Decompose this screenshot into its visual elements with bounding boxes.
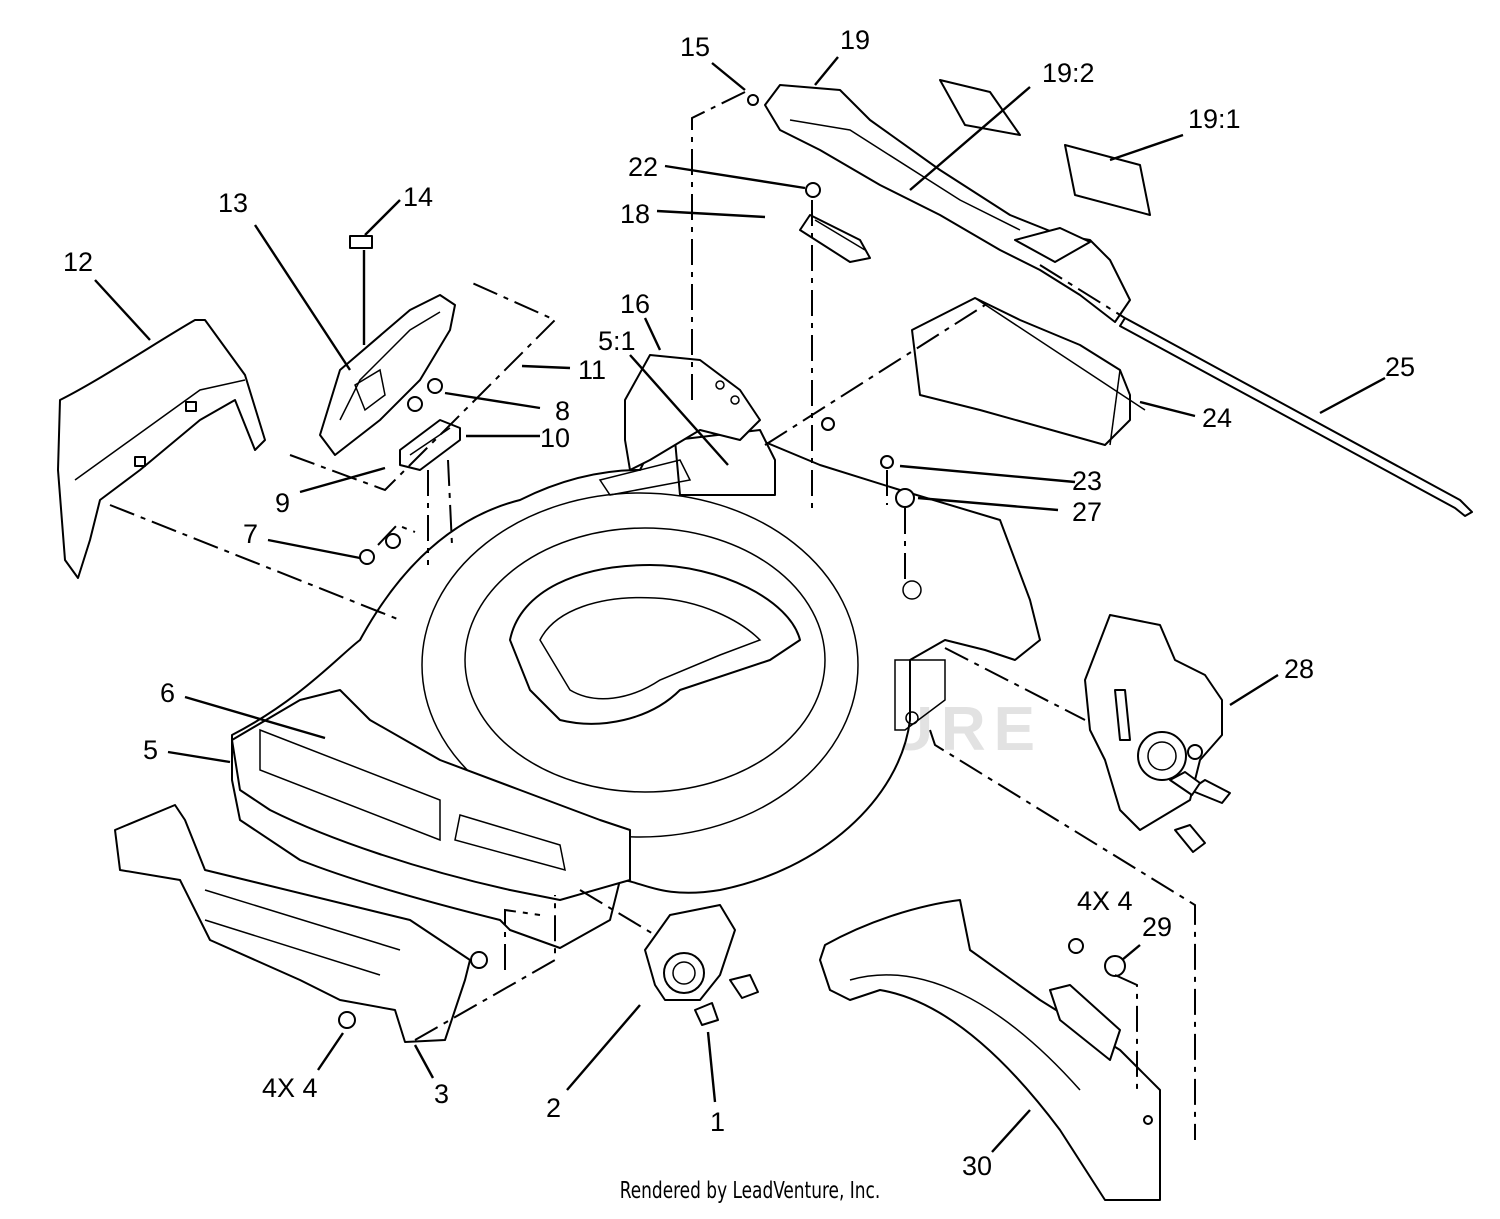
leader-5-1 bbox=[629, 354, 729, 466]
nut-7b bbox=[385, 533, 401, 549]
wheel-bracket-28 bbox=[1084, 614, 1231, 853]
leader-22 bbox=[664, 164, 806, 190]
callout-8: 8 bbox=[555, 396, 570, 426]
bolt-deck bbox=[821, 417, 835, 431]
leader-27 bbox=[917, 496, 1059, 512]
align-door bbox=[109, 504, 401, 621]
callout-28: 28 bbox=[1284, 654, 1314, 684]
callout-30: 30 bbox=[962, 1151, 992, 1181]
leader-19-1 bbox=[1109, 133, 1184, 162]
callout-19-1: 19:1 bbox=[1188, 104, 1241, 134]
front-skirt-3 bbox=[114, 804, 488, 1043]
callout-24: 24 bbox=[1202, 403, 1232, 433]
callout-4x4-left: 4X 4 bbox=[262, 1073, 318, 1103]
leader-11 bbox=[521, 364, 571, 370]
leader-4x4-left bbox=[317, 1032, 344, 1071]
align-7 bbox=[377, 523, 416, 546]
align-rod bbox=[1039, 264, 1126, 319]
callout-29: 29 bbox=[1142, 912, 1172, 942]
decal-19-1 bbox=[1064, 144, 1151, 216]
leader-2 bbox=[566, 1004, 641, 1091]
leader-12 bbox=[94, 279, 151, 341]
callout-11: 11 bbox=[578, 355, 606, 385]
render-credit: Rendered by LeadVenture, Inc. bbox=[619, 1178, 881, 1204]
spring-bracket-10 bbox=[399, 378, 461, 471]
leader-13 bbox=[253, 224, 352, 371]
callout-9: 9 bbox=[275, 488, 290, 518]
align-28 bbox=[944, 647, 1086, 721]
leader-15 bbox=[711, 62, 746, 91]
wheel-bracket-2 bbox=[644, 904, 759, 1026]
clip-14 bbox=[349, 235, 373, 249]
callout-6: 6 bbox=[160, 678, 175, 708]
leader-7 bbox=[267, 538, 361, 560]
leader-30 bbox=[991, 1109, 1031, 1153]
decal-19-2 bbox=[939, 79, 1021, 136]
leader-25 bbox=[1319, 376, 1386, 415]
bolt-23 bbox=[880, 455, 894, 469]
leader-18 bbox=[656, 209, 766, 219]
callout-25: 25 bbox=[1385, 352, 1415, 382]
leader-19-2 bbox=[909, 86, 1031, 191]
leader-8 bbox=[444, 391, 541, 410]
spring-18 bbox=[799, 182, 871, 263]
leader-3 bbox=[413, 1044, 435, 1079]
shroud-19 bbox=[747, 84, 1131, 323]
leader-14 bbox=[364, 199, 401, 236]
rear-door-12 bbox=[57, 319, 266, 579]
callout-22: 22 bbox=[628, 152, 658, 182]
leader-19 bbox=[814, 56, 839, 86]
align-3b bbox=[504, 908, 541, 970]
leader-29 bbox=[1121, 944, 1141, 961]
leader-5 bbox=[167, 750, 231, 764]
callout-14: 14 bbox=[403, 182, 433, 212]
leader-16 bbox=[643, 317, 662, 351]
align-29 bbox=[1114, 974, 1138, 1095]
align-3 bbox=[414, 895, 556, 1041]
handle-bracket-13 bbox=[319, 294, 456, 456]
leader-28 bbox=[1229, 673, 1279, 707]
leader-9 bbox=[299, 466, 386, 494]
leader-6 bbox=[184, 695, 326, 740]
align-chute bbox=[764, 304, 986, 446]
side-cover-30 bbox=[819, 899, 1161, 1201]
callout-27: 27 bbox=[1072, 497, 1102, 527]
leader-1 bbox=[706, 1031, 717, 1103]
callout-12: 12 bbox=[63, 247, 93, 277]
callout-13: 13 bbox=[218, 188, 248, 218]
rod-25 bbox=[1119, 317, 1473, 517]
rear-bracket-16 bbox=[624, 354, 761, 471]
nut-7a bbox=[359, 549, 375, 565]
cap-27 bbox=[895, 488, 915, 508]
callout-7: 7 bbox=[243, 519, 258, 549]
callout-23: 23 bbox=[1072, 466, 1102, 496]
align-bracket-box bbox=[289, 281, 557, 492]
align-8-10b bbox=[447, 459, 453, 546]
callout-10: 10 bbox=[540, 423, 570, 453]
callout-5-1: 5:1 bbox=[598, 326, 636, 356]
callout-4x4-right: 4X 4 bbox=[1077, 886, 1133, 916]
leader-24 bbox=[1139, 400, 1196, 418]
callout-19: 19 bbox=[840, 25, 870, 55]
callout-16: 16 bbox=[620, 289, 650, 319]
mower-deck bbox=[231, 419, 1041, 949]
leader-23 bbox=[899, 464, 1076, 484]
callout-15: 15 bbox=[680, 32, 710, 62]
chute-24 bbox=[911, 297, 1146, 446]
callout-5: 5 bbox=[143, 735, 158, 765]
callout-3: 3 bbox=[434, 1079, 449, 1109]
callout-2: 2 bbox=[546, 1093, 561, 1123]
align-2 bbox=[579, 889, 656, 936]
callout-19-2: 19:2 bbox=[1042, 58, 1095, 88]
callout-1: 1 bbox=[710, 1107, 725, 1137]
align-30 bbox=[929, 729, 1196, 1140]
callout-18: 18 bbox=[620, 199, 650, 229]
align-15 bbox=[691, 91, 746, 405]
